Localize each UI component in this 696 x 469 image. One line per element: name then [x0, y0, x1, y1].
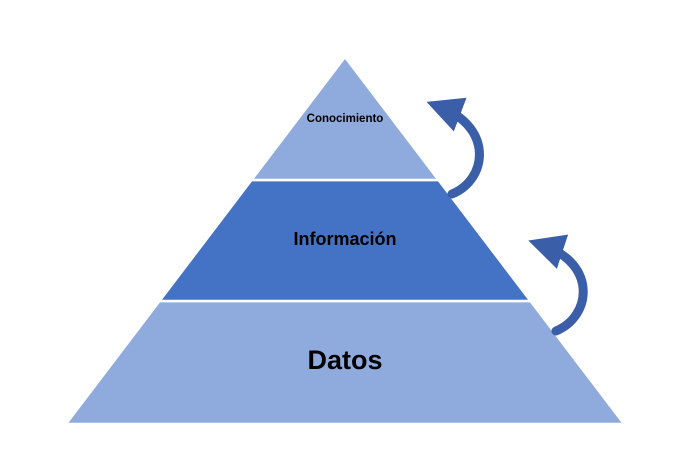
label-datos: Datos: [307, 345, 382, 375]
pyramid-level-conocimiento: [250, 55, 440, 182]
label-conocimiento: Conocimiento: [307, 113, 384, 125]
label-informacion: Información: [293, 229, 396, 249]
curved-up-arrow-datos-informacion: [528, 234, 588, 336]
curved-up-arrow-informacion-conocimiento: [426, 97, 484, 199]
